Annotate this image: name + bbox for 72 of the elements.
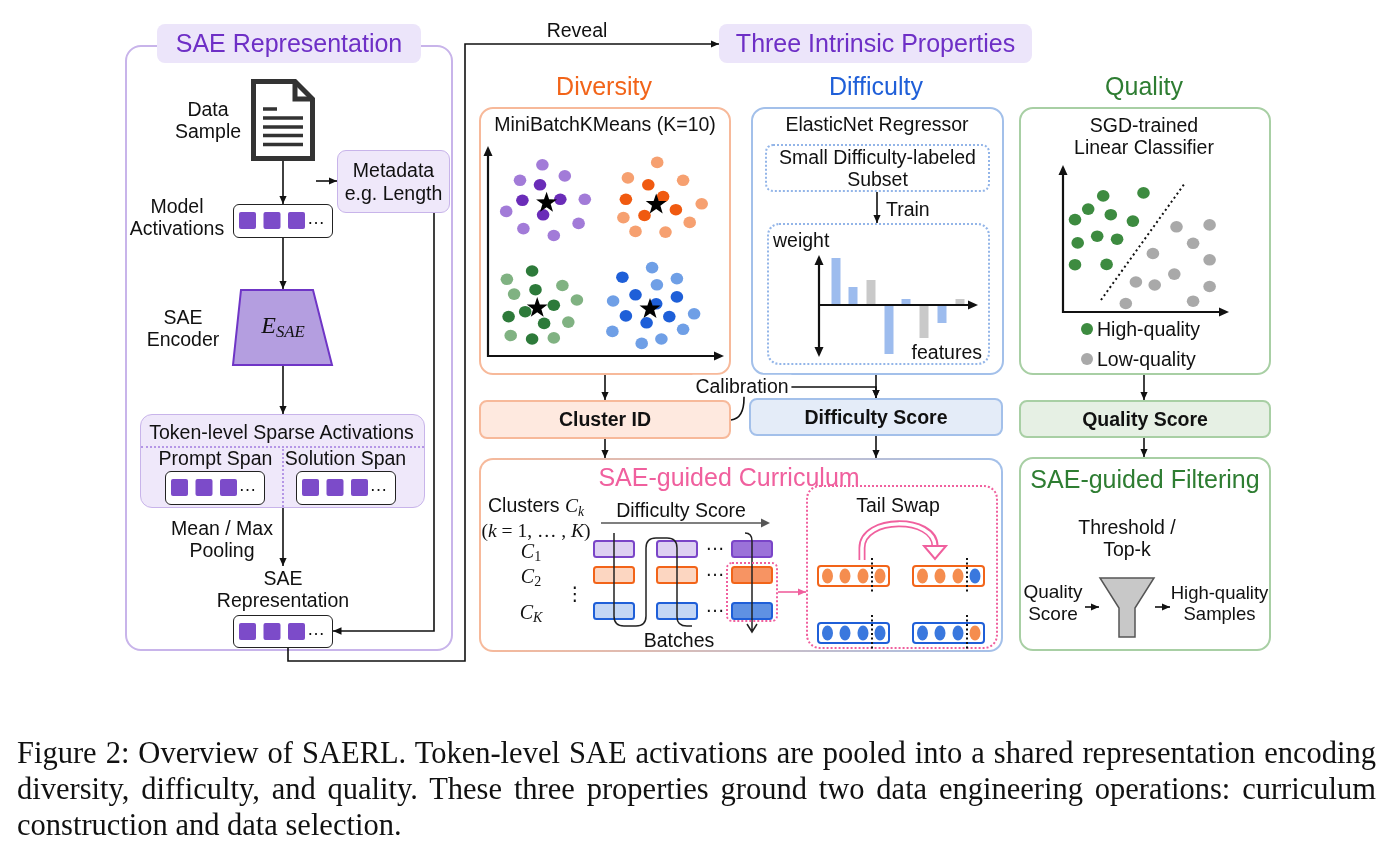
arrow [279,507,287,567]
section-heading: Difficulty [829,71,923,101]
metadata-box: Metadata e.g. Length [337,150,450,213]
ellipsis: … [705,593,725,617]
curriculum-panel [479,458,1003,652]
token-vector [164,470,265,505]
arrow [279,160,287,205]
method-name: MiniBatchKMeans (K=10) [494,112,716,136]
legend-text: Low-quality [1097,347,1196,371]
panel-title: SAE Representation [157,24,421,63]
arrow [279,237,287,290]
section-heading: Quality [1105,71,1183,101]
highlight-frame [726,562,778,622]
edge-label: Train [886,197,930,221]
arrow [279,365,287,415]
arrow [1154,603,1171,611]
ellipsis: … [238,474,257,496]
filtering-panel [1019,457,1271,651]
arrow [315,177,338,185]
funnel-icon [1099,577,1155,638]
output-label: High-quality Samples [1170,580,1269,626]
axis-label: Difficulty Score [616,498,746,522]
cluster-label: Clusters C$_{k}$ [488,494,584,518]
arrow [777,588,807,596]
ellipsis: … [705,557,725,581]
token-vector [233,204,333,238]
method-name: SGD-trained Linear Classifier [1073,113,1215,159]
input-label: Quality Score [1021,580,1085,626]
figure-caption: Figure 2: Overview of SAERL. Token-level SAE activations are pooled into a shared representation encoding diversity, difficulty, and quality. These three properties ground two data engineering operations: curriculum construction and data selection. [17,735,1376,843]
panel-heading: SAE-guided Curriculum [598,462,860,492]
method-name: ElasticNet Regressor [785,112,969,136]
section-heading: Diversity [556,71,652,101]
ellipsis: … [307,618,325,640]
ellipsis: … [369,474,388,496]
node-caption: SAE Encoder [145,305,221,351]
document-icon [251,79,315,161]
ellipsis: … [307,208,325,229]
panel-heading: Token-level Sparse Activations [149,420,414,443]
arrow [1084,603,1100,611]
vertical-ellipsis: ⋮ [565,583,585,605]
arrow [1140,437,1148,458]
encoder-symbol: E$_{SAE}$ [261,312,305,340]
token-vector [295,470,396,505]
edge-label: Reveal [546,18,608,42]
arrow [601,374,609,401]
result-box: Quality Score [1019,400,1271,438]
span-label: Solution Span [284,446,407,469]
arrow [873,191,881,224]
axis-label: weight [773,228,830,252]
arrow [601,438,609,459]
panel-heading: SAE-guided Filtering [1030,464,1260,494]
arrow [1140,374,1148,401]
node-caption: SAE Representation [215,566,351,612]
node-caption: Model Activations [128,194,226,240]
result-box: Cluster ID [479,400,731,439]
span-label: Prompt Span [158,446,273,469]
edge-label: Mean / Max Pooling [170,516,274,562]
axis-label: Batches [643,628,715,652]
tail-swap-panel [806,485,998,649]
section-title: Three Intrinsic Properties [719,24,1032,63]
node-caption: Threshold / Top-k [1077,515,1177,561]
ellipsis: … [705,531,725,555]
result-box: Difficulty Score [749,398,1003,436]
node-caption: Data Sample [173,97,243,143]
sparse-activations-panel [140,414,425,508]
arrow [332,212,435,635]
arrow [872,435,880,459]
cluster-symbol: C$_{2}$ [520,564,542,588]
legend-text: High-quality [1097,317,1200,341]
cluster-symbol: C$_{K}$ [519,600,543,624]
panel-heading: Tail Swap [856,493,940,517]
dotted-box: Small Difficulty-labeled Subset [765,144,990,192]
